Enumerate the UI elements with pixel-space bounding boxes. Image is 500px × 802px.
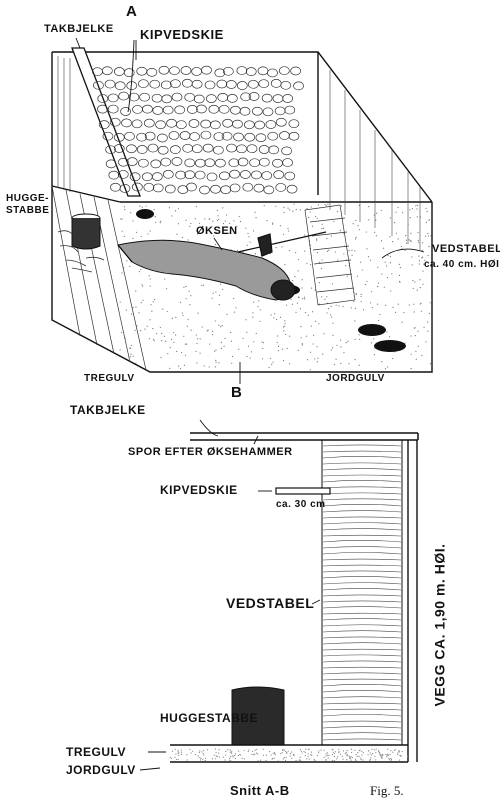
label-jordgulv-top: JORDGULV	[326, 373, 385, 384]
section-pointers	[139, 419, 321, 771]
label-vegg: VEGG CA. 1,90 m. HØI.	[431, 543, 448, 707]
axe	[237, 231, 327, 257]
section-floor	[170, 744, 408, 763]
label-spor: SPOR EFTER ØKSEHAMMER	[128, 446, 293, 458]
label-kipvedskie-section: KIPVEDSKIE	[160, 483, 238, 497]
label-vedstabel-top: VEDSTABEL	[432, 243, 500, 255]
label-oksen: ØKSEN	[196, 225, 238, 237]
left-wall-planks	[57, 56, 71, 192]
section-woodstack	[322, 444, 402, 741]
figure-caption: Fig. 5.	[370, 783, 404, 798]
label-takbjelke-top: TAKBJELKE	[44, 23, 114, 35]
marker-b: B	[231, 384, 243, 401]
ceiling-beam	[71, 47, 141, 197]
lying-figure	[117, 239, 296, 301]
perspective-pointers	[75, 37, 425, 384]
label-hugge-line2: STABBE	[6, 205, 50, 216]
label-hugge-line1: HUGGE-	[6, 193, 49, 204]
back-wood-stack	[92, 65, 304, 195]
wood-floor-planks	[51, 185, 147, 371]
split-logs	[57, 230, 105, 273]
section-dirt	[169, 748, 409, 762]
label-tregulv-section: TREGULV	[66, 745, 126, 759]
label-huggestabbe-section: HUGGESTABBE	[160, 711, 258, 725]
section-wall	[407, 440, 418, 762]
section-beam	[190, 432, 419, 441]
section-title: Snitt A-B	[230, 783, 290, 798]
back-wall-planks	[329, 70, 421, 250]
marker-a: A	[126, 3, 138, 20]
label-kipvedskie-length: ca. 30 cm	[276, 499, 326, 510]
right-wood-stack	[304, 204, 356, 306]
kipvedskie-stick	[275, 487, 331, 495]
section-woodstack-outline	[321, 440, 403, 746]
chopping-block	[71, 213, 101, 250]
label-vedstabel-height: ca. 40 cm. HØI.	[424, 259, 500, 270]
label-tregulv-top: TREGULV	[84, 373, 135, 384]
label-takbjelke-section: TAKBJELKE	[70, 403, 146, 417]
room-outline	[51, 51, 433, 373]
label-vedstabel-section: VEDSTABEL	[226, 595, 315, 611]
label-kipvedskie-top: KIPVEDSKIE	[140, 27, 224, 42]
label-jordgulv-section: JORDGULV	[66, 763, 136, 777]
section-chopping-block	[231, 686, 285, 746]
